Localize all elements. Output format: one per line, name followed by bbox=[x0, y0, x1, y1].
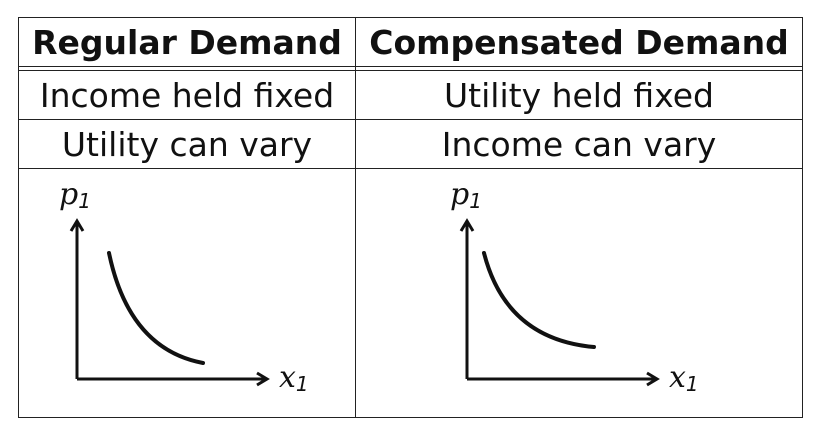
header-row: Regular Demand Compensated Demand bbox=[18, 17, 803, 67]
regular-demand-graph: p1 x1 bbox=[59, 177, 309, 396]
row-held-fixed: Income held fixed Utility held fixed bbox=[18, 70, 803, 120]
x-axis-arrowhead bbox=[646, 371, 660, 387]
x-axis-label: x1 bbox=[279, 360, 309, 396]
cell-income-held-fixed: Income held fixed bbox=[18, 70, 356, 120]
y-axis-arrowhead bbox=[459, 218, 475, 232]
cell-utility-held-fixed: Utility held fixed bbox=[355, 70, 803, 120]
row-can-vary: Utility can vary Income can vary bbox=[18, 119, 803, 169]
cell-compensated-demand-graph: p1 x1 bbox=[355, 168, 803, 418]
demand-comparison-table: Regular Demand Compensated Demand Income… bbox=[18, 17, 803, 418]
compensated-demand-graph: p1 x1 bbox=[450, 177, 699, 396]
comparison-table: Regular Demand Compensated Demand Income… bbox=[18, 17, 803, 418]
y-axis-label: p1 bbox=[450, 177, 482, 213]
cell-income-can-vary: Income can vary bbox=[355, 119, 803, 169]
header-compensated-demand: Compensated Demand bbox=[355, 17, 803, 67]
cell-utility-can-vary: Utility can vary bbox=[18, 119, 356, 169]
y-axis-label: p1 bbox=[59, 177, 91, 213]
row-graphs: p1 x1 p1 x1 bbox=[18, 168, 803, 418]
x-axis-arrowhead bbox=[256, 371, 270, 387]
x-axis-label: x1 bbox=[669, 360, 699, 396]
regular-demand-curve bbox=[107, 251, 205, 365]
cell-regular-demand-graph: p1 x1 bbox=[18, 168, 356, 418]
y-axis-arrowhead bbox=[69, 218, 85, 232]
compensated-demand-curve bbox=[482, 251, 596, 349]
header-regular-demand: Regular Demand bbox=[18, 17, 356, 67]
